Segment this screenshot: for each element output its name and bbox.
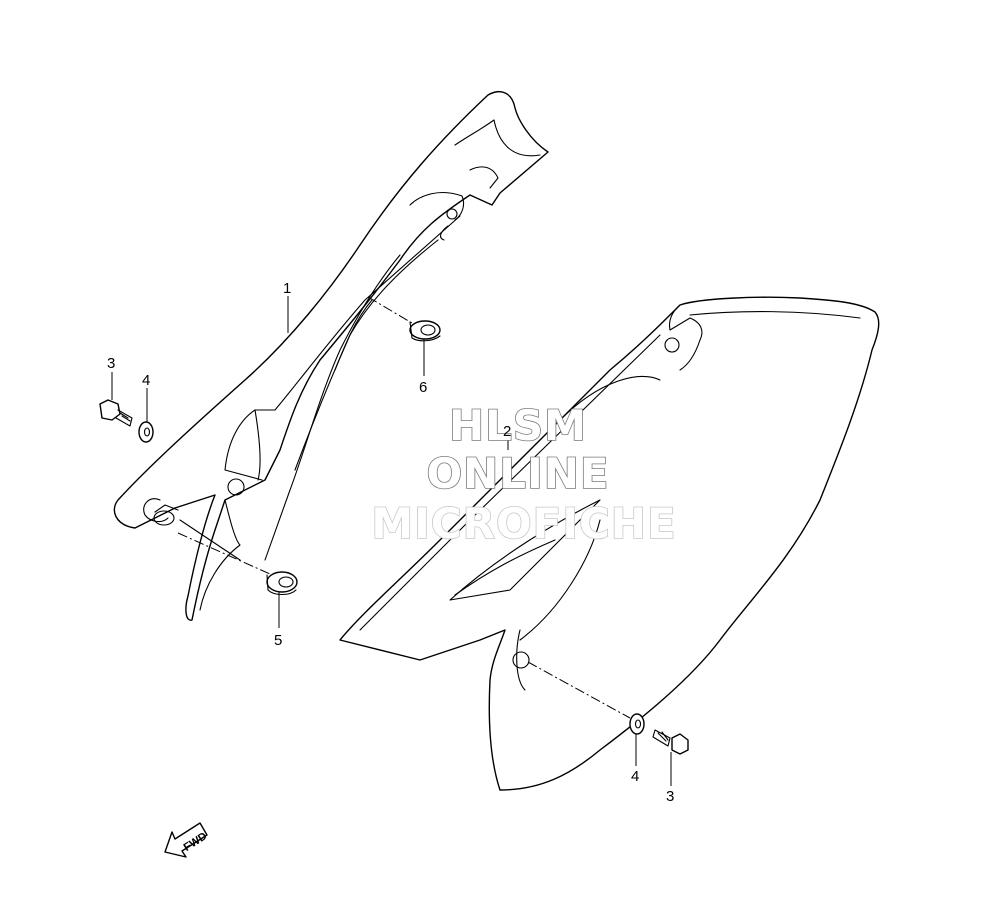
bolt-right (652, 729, 689, 755)
callout-4-right: 4 (631, 768, 639, 785)
bolt-left (99, 399, 133, 427)
washer-left (138, 421, 154, 443)
left-frame-cover (113, 91, 549, 621)
callout-4-left: 4 (142, 372, 150, 389)
callout-3-left: 3 (107, 355, 115, 372)
callout-1: 1 (283, 280, 291, 297)
callout-3-right: 3 (666, 788, 674, 805)
forward-arrow-icon: FWD (164, 822, 209, 858)
watermark-line-3: MICROFICHE (371, 499, 676, 548)
assembly-line-grommet-5 (177, 532, 271, 575)
assembly-line-grommet-6 (367, 296, 413, 324)
washer-right (629, 713, 645, 735)
watermark-line-1: HLSM (449, 401, 587, 450)
callout-5: 5 (274, 632, 282, 649)
callout-2: 2 (503, 423, 511, 440)
grommet-6 (409, 320, 441, 342)
callout-6: 6 (419, 379, 427, 396)
grommet-5 (266, 571, 298, 596)
right-frame-cover (339, 296, 880, 791)
assembly-line-right-bolt (527, 661, 631, 719)
watermark-line-2: ONLINE (426, 449, 609, 498)
